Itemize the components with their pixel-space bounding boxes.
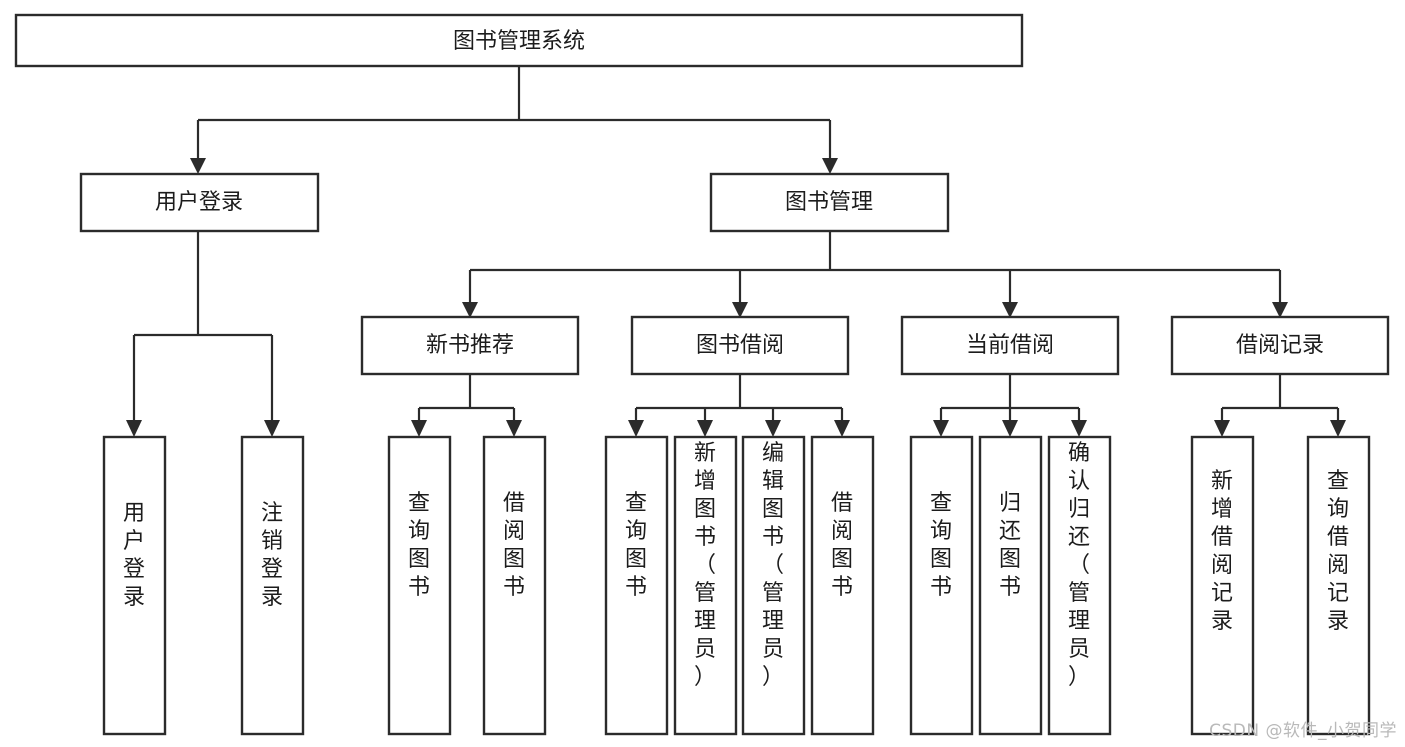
- node-book-borrow-box[interactable]: [630, 315, 850, 376]
- leaf-borrow-book[interactable]: 借阅图书: [810, 435, 875, 736]
- node-borrow-record[interactable]: 借阅记录: [1170, 315, 1390, 376]
- node-new-book-recommend-label: 新书推荐: [426, 333, 514, 358]
- arrow-leaf-c3: [1071, 420, 1087, 437]
- arrow-leaf-b3: [765, 420, 781, 437]
- csdn-watermark: CSDN @软件_小贺同学: [1209, 721, 1397, 741]
- arrow-leaf-b2: [697, 420, 713, 437]
- leaf-query-book-new-label: 查询图书: [408, 491, 430, 600]
- arrow-user-login: [190, 158, 206, 174]
- node-borrow-record-label: 借阅记录: [1236, 333, 1324, 358]
- leaf-confirm-return-admin-label: 确认归还（管理员）: [1068, 441, 1090, 690]
- leaf-confirm-return-admin-box[interactable]: [1047, 435, 1112, 736]
- leaf-borrow-book-label: 借阅图书: [831, 491, 853, 600]
- leaf-add-book-admin-label: 新增图书（管理员）: [694, 441, 716, 690]
- node-book-borrow[interactable]: 图书借阅: [630, 315, 850, 376]
- leaf-user-login-label: 用户登录: [123, 501, 145, 610]
- leaf-query-book-borrow-box[interactable]: [604, 435, 669, 736]
- leaf-user-login-box[interactable]: [102, 435, 167, 736]
- leaf-query-book-new-box[interactable]: [387, 435, 452, 736]
- leaf-query-book-current-box[interactable]: [909, 435, 974, 736]
- leaf-query-book-new[interactable]: 查询图书: [387, 435, 452, 736]
- arrow-new-book: [462, 302, 478, 318]
- node-current-borrow-label: 当前借阅: [966, 333, 1054, 358]
- leaf-user-login[interactable]: 用户登录: [102, 435, 167, 736]
- node-current-borrow[interactable]: 当前借阅: [900, 315, 1120, 376]
- arrow-book-mgmt: [822, 158, 838, 174]
- leaf-edit-book-admin[interactable]: 编辑图书（管理员）: [741, 435, 806, 736]
- node-current-borrow-box[interactable]: [900, 315, 1120, 376]
- leaf-query-borrow-record[interactable]: 查询借阅记录: [1306, 435, 1371, 736]
- leaf-confirm-return-admin[interactable]: 确认归还（管理员）: [1047, 435, 1112, 736]
- leaf-add-borrow-record-box[interactable]: [1190, 435, 1255, 736]
- arrow-leaf-n1: [411, 420, 427, 437]
- leaf-borrow-book-new-label: 借阅图书: [503, 491, 525, 600]
- arrow-current-borrow: [1002, 302, 1018, 318]
- leaf-return-book-label: 归还图书: [999, 491, 1021, 600]
- leaf-logout[interactable]: 注销登录: [240, 435, 305, 736]
- leaf-logout-box[interactable]: [240, 435, 305, 736]
- arrow-leaf-c2: [1002, 420, 1018, 437]
- leaf-add-book-admin-box[interactable]: [673, 435, 738, 736]
- node-book-borrow-label: 图书借阅: [696, 333, 784, 358]
- node-root-label: 图书管理系统: [453, 29, 585, 54]
- leaf-logout-label: 注销登录: [261, 501, 283, 610]
- node-book-management-box[interactable]: [709, 172, 950, 233]
- arrow-leaf-u2: [264, 420, 280, 437]
- arrow-leaf-r1: [1214, 420, 1230, 437]
- leaf-add-book-admin[interactable]: 新增图书（管理员）: [673, 435, 738, 736]
- leaf-edit-book-admin-box[interactable]: [741, 435, 806, 736]
- arrow-leaf-u1: [126, 420, 142, 437]
- leaf-query-borrow-record-label: 查询借阅记录: [1327, 469, 1349, 634]
- arrow-leaf-n2: [506, 420, 522, 437]
- leaf-return-book-box[interactable]: [978, 435, 1043, 736]
- node-book-management[interactable]: 图书管理: [709, 172, 950, 233]
- arrow-leaf-c1: [933, 420, 949, 437]
- leaf-edit-book-admin-label: 编辑图书（管理员）: [762, 441, 784, 690]
- leaf-borrow-book-box[interactable]: [810, 435, 875, 736]
- arrow-borrow-record: [1272, 302, 1288, 318]
- node-new-book-recommend[interactable]: 新书推荐: [360, 315, 580, 376]
- node-book-management-label: 图书管理: [785, 190, 873, 215]
- node-new-book-recommend-box[interactable]: [360, 315, 580, 376]
- leaf-add-borrow-record[interactable]: 新增借阅记录: [1190, 435, 1255, 736]
- leaf-add-borrow-record-label: 新增借阅记录: [1211, 469, 1233, 634]
- arrow-leaf-b1: [628, 420, 644, 437]
- leaf-query-book-current[interactable]: 查询图书: [909, 435, 974, 736]
- leaf-borrow-book-new-box[interactable]: [482, 435, 547, 736]
- leaf-query-book-current-label: 查询图书: [930, 491, 952, 600]
- connector-layer: [126, 66, 1346, 437]
- node-user-login-label: 用户登录: [155, 190, 243, 215]
- leaf-query-borrow-record-box[interactable]: [1306, 435, 1371, 736]
- arrow-leaf-b4: [834, 420, 850, 437]
- node-root-box[interactable]: [14, 13, 1024, 68]
- node-user-login-box[interactable]: [79, 172, 320, 233]
- arrow-book-borrow: [732, 302, 748, 318]
- leaf-query-book-borrow[interactable]: 查询图书: [604, 435, 669, 736]
- node-user-login[interactable]: 用户登录: [79, 172, 320, 233]
- node-root[interactable]: 图书管理系统: [14, 13, 1024, 68]
- leaf-borrow-book-new[interactable]: 借阅图书: [482, 435, 547, 736]
- node-borrow-record-box[interactable]: [1170, 315, 1390, 376]
- leaf-return-book[interactable]: 归还图书: [978, 435, 1043, 736]
- leaf-query-book-borrow-label: 查询图书: [625, 491, 647, 600]
- arrow-leaf-r2: [1330, 420, 1346, 437]
